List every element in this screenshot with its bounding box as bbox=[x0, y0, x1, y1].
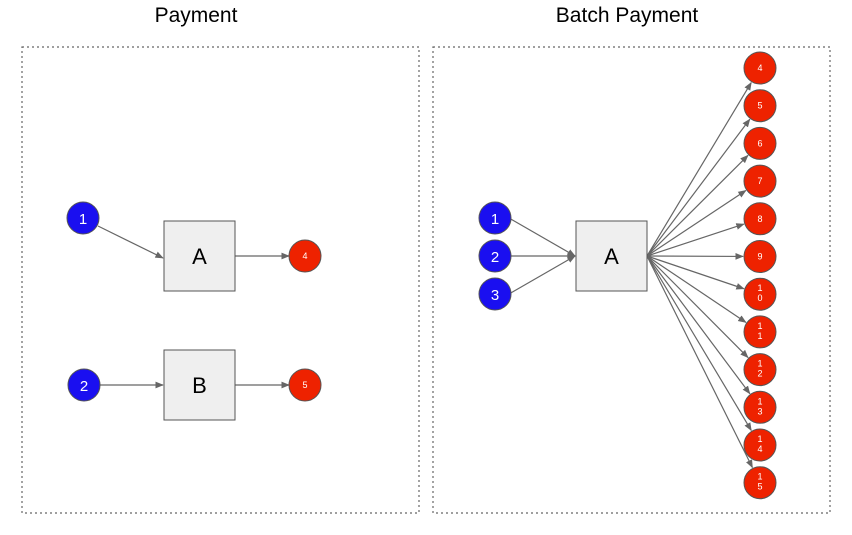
batch-edge-input-3 bbox=[508, 255, 576, 295]
batch-output-node-4 bbox=[743, 51, 777, 85]
batch-output-node-6 bbox=[743, 126, 777, 160]
batch-edge-to-output-8 bbox=[646, 223, 745, 257]
transaction-box-b-label: B bbox=[192, 373, 207, 398]
batch-output-node-8-label: 8 bbox=[757, 214, 762, 224]
batch-input-node-1-label: 1 bbox=[491, 211, 499, 228]
batch-edge-to-output-13 bbox=[646, 255, 751, 395]
batch-edge-to-output-5 bbox=[646, 118, 751, 257]
batch-transaction-box-a-label: A bbox=[604, 244, 619, 269]
output-node-5-label: 5 bbox=[302, 380, 307, 390]
batch-edge-to-output-6 bbox=[646, 154, 749, 257]
batch-input-node-3 bbox=[478, 277, 512, 311]
input-node-2 bbox=[67, 368, 101, 402]
payment-frame bbox=[21, 46, 420, 514]
batch-output-node-7 bbox=[743, 164, 777, 198]
batch-output-node-15 bbox=[743, 466, 777, 500]
output-node-4-label: 4 bbox=[302, 251, 307, 261]
batch-output-node-9-label: 9 bbox=[757, 252, 762, 262]
batch-edge-to-output-11 bbox=[646, 255, 747, 323]
batch-edge-to-output-12 bbox=[646, 255, 749, 359]
batch-input-node-2 bbox=[478, 239, 512, 273]
payment-edges bbox=[97, 225, 290, 389]
batch-output-node-9 bbox=[743, 240, 777, 273]
batch-output-node-5-label: 5 bbox=[757, 101, 762, 111]
input-node-1 bbox=[66, 201, 100, 235]
batch-transaction-box-a bbox=[575, 220, 648, 292]
batch-edges bbox=[508, 81, 753, 469]
batch-output-node-7-label: 7 bbox=[757, 176, 762, 186]
batch-output-node-5 bbox=[743, 89, 777, 123]
batch-output-node-12 bbox=[743, 353, 777, 387]
batch-edge-to-output-14 bbox=[646, 255, 752, 432]
batch-edge-to-output-15 bbox=[646, 255, 753, 469]
transaction-box-a bbox=[163, 220, 236, 292]
batch-edge-input-1 bbox=[508, 217, 576, 257]
batch-output-node-8 bbox=[743, 202, 777, 236]
batch-output-node-14 bbox=[743, 428, 777, 462]
edge-input-1-to-box-a bbox=[97, 225, 164, 259]
batch-payment-title: Batch Payment bbox=[556, 4, 699, 27]
batch-payment-frame bbox=[432, 46, 831, 514]
batch-edge-to-output-4 bbox=[646, 81, 752, 257]
batch-input-node-3-label: 3 bbox=[491, 287, 499, 304]
input-node-1-label: 1 bbox=[79, 211, 87, 228]
batch-output-node-10 bbox=[743, 277, 777, 311]
batch-output-node-11 bbox=[743, 315, 777, 349]
input-node-2-label: 2 bbox=[80, 378, 88, 395]
batch-input-node-1 bbox=[478, 201, 512, 235]
output-node-5 bbox=[288, 368, 322, 402]
batch-edge-to-output-7 bbox=[646, 189, 747, 257]
payment-title: Payment bbox=[155, 4, 238, 27]
batch-output-node-13 bbox=[743, 390, 777, 424]
batch-output-node-4-label: 4 bbox=[757, 63, 762, 73]
batch-edge-to-output-10 bbox=[646, 255, 745, 290]
batch-output-node-6-label: 6 bbox=[757, 138, 762, 148]
batch-input-node-2-label: 2 bbox=[491, 249, 499, 266]
transaction-box-a-label: A bbox=[192, 244, 207, 269]
transaction-box-b bbox=[163, 349, 236, 421]
output-node-4 bbox=[288, 239, 322, 273]
